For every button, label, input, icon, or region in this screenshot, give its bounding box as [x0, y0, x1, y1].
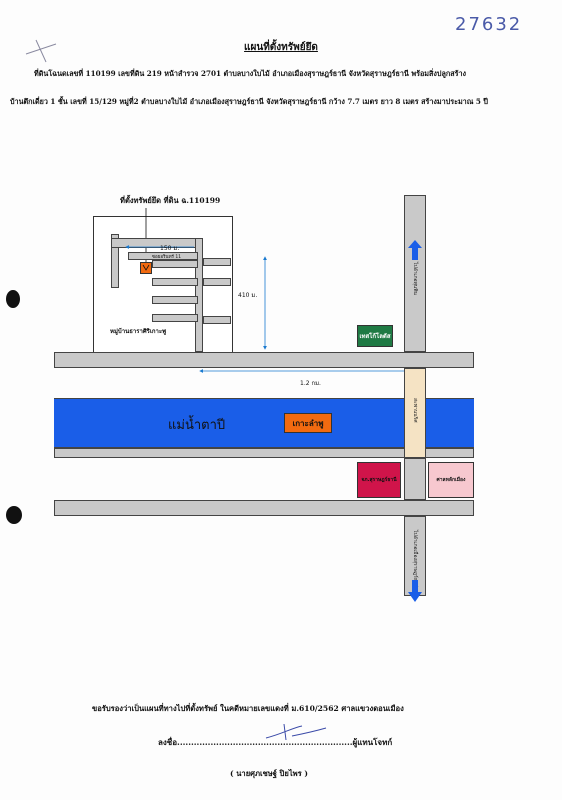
internal-road [195, 238, 203, 352]
tesco-box: เทสโก้โลตัส [357, 325, 393, 347]
distance-arrow-150 [125, 245, 194, 249]
arrow-up-icon [408, 240, 422, 260]
internal-road [203, 316, 231, 324]
distance-label-1200: 1.2 กม. [300, 380, 321, 387]
sign-dots: ........................................… [177, 737, 353, 747]
hole-punch [6, 290, 20, 308]
internal-road [152, 296, 198, 304]
bridge [404, 368, 426, 458]
internal-road [152, 278, 198, 286]
property-label: ที่ตั้งทรัพย์ยึด ที่ดิน ฉ.110199 [120, 196, 221, 205]
signature-line: ลงชื่อ..................................… [158, 736, 392, 749]
city-shrine-box: ศาลหลักเมือง [428, 462, 474, 498]
road-label-north: ไปอำเภอพุนพิน [412, 262, 418, 295]
bottom-road [54, 500, 474, 516]
arrow-down-icon [408, 580, 422, 602]
signer-name: ( นายศุภเชษฐ์ ปิยไพร ) [230, 769, 308, 778]
distance-arrow-410 [263, 256, 267, 350]
soi-label: ซอยอรินทร์ 11 [152, 255, 182, 260]
main-road-south [54, 448, 474, 458]
distance-label-150: 150 ม. [160, 245, 180, 252]
distance-arrow-1200 [199, 369, 411, 373]
internal-road [203, 258, 231, 266]
river-label: แม่น้ำตาปี [168, 418, 226, 433]
internal-road [203, 278, 231, 286]
property-marker-icon [142, 264, 150, 271]
handwritten-tick-mark [25, 39, 57, 63]
road-label-south: ไปอำเภอเมืองสุราษฎร์ธานี [412, 530, 418, 588]
main-road-north [54, 352, 474, 368]
sign-suffix: ผู้แทนโจทก์ [352, 737, 393, 747]
internal-road [128, 252, 198, 260]
handwritten-case-number: 27632 [455, 14, 523, 35]
island-box: เกาะลำพู [284, 413, 332, 433]
provincial-office-box: จภ.สุราษฎร์ธานี [357, 462, 401, 498]
village-label: หมู่บ้านธาราศิริเกาะพู [110, 328, 167, 335]
vertical-road-south [404, 458, 426, 500]
document-title: แผนที่ตั้งทรัพย์ยึด [244, 42, 318, 53]
internal-road [152, 260, 198, 268]
certification-text: ขอรับรองว่าเป็นแผนที่ทางไปที่ตั้งทรัพย์ … [92, 704, 404, 713]
internal-road [111, 234, 119, 288]
internal-road [152, 314, 198, 322]
signature-scribble [265, 723, 327, 741]
road-label-bridge: สะพานนริศ [412, 398, 418, 423]
vertical-road-north [404, 195, 426, 352]
description-line-1: ที่ดินโฉนดเลขที่ 110199 เลขที่ดิน 219 หน… [34, 69, 467, 78]
sign-prefix: ลงชื่อ [158, 737, 178, 747]
description-line-2: บ้านตึกเดี่ยว 1 ชั้น เลขที่ 15/129 หมู่ท… [10, 97, 488, 106]
distance-label-410: 410 ม. [238, 292, 258, 299]
hole-punch [6, 506, 22, 524]
